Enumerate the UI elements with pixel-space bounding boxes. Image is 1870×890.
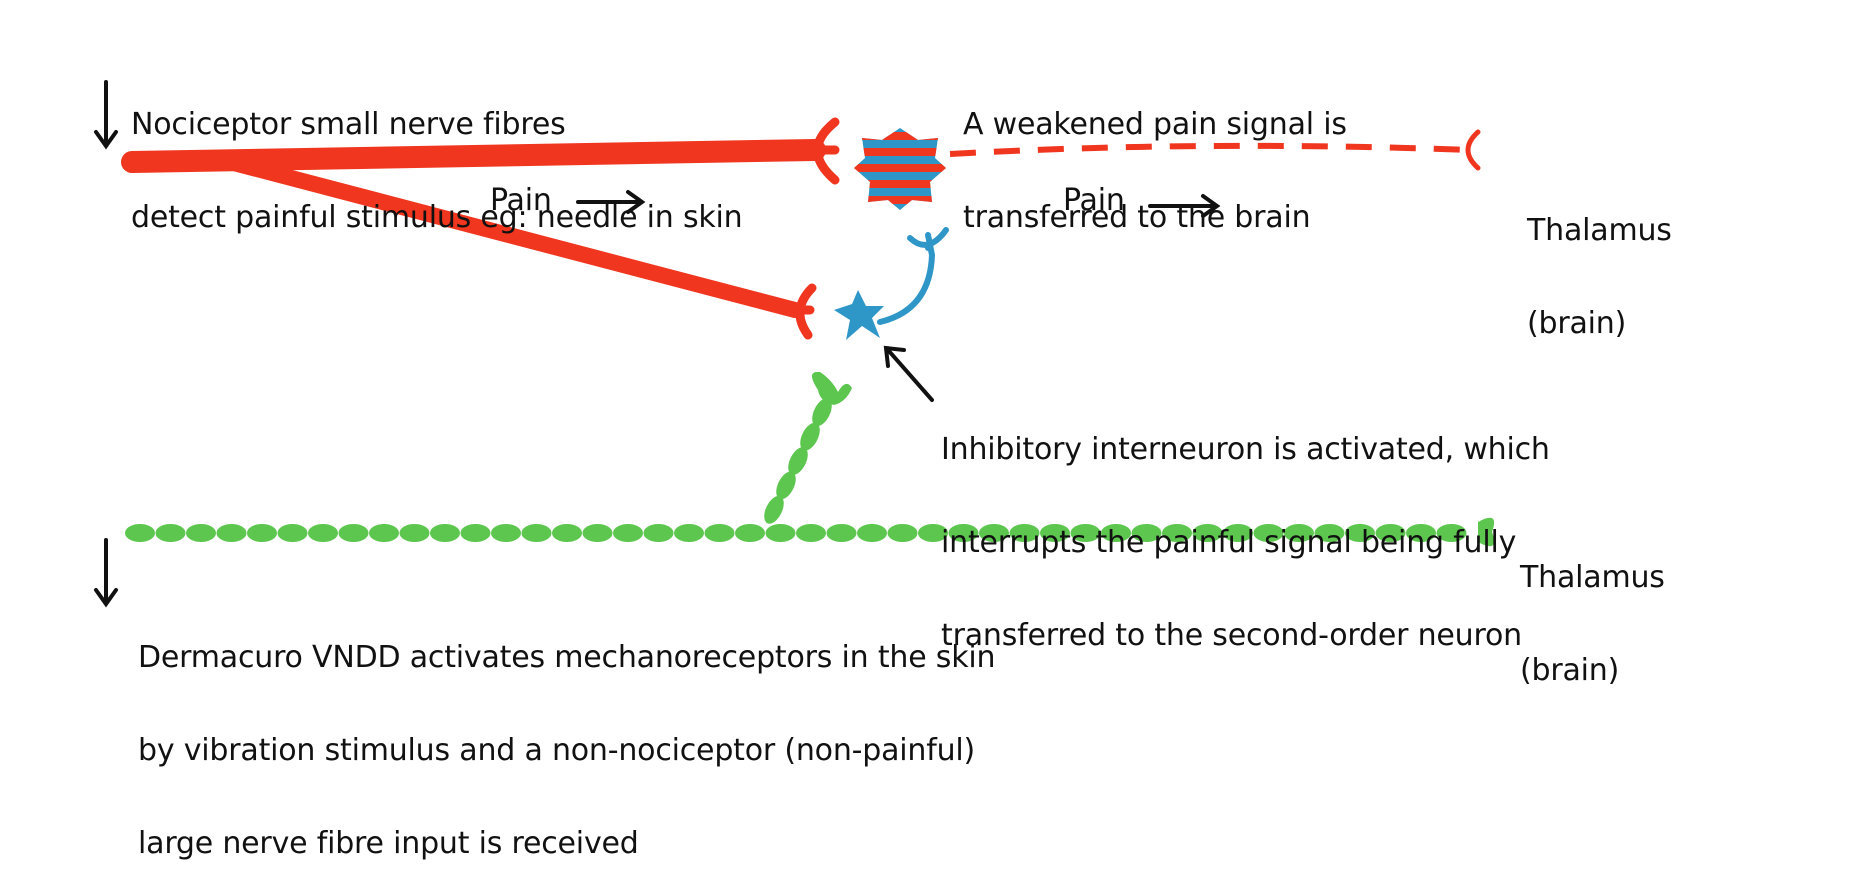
thalamus-bottom-line-1: Thalamus [1520, 560, 1665, 595]
fibre-segment [887, 524, 918, 542]
fibre-segment [1101, 524, 1131, 542]
collateral-segment [776, 471, 796, 500]
fibre-segment [399, 524, 430, 542]
weakened-signal-line-1: A weakened pain signal is [963, 107, 1347, 142]
fibre-segment [186, 524, 216, 542]
fibre-segment [1070, 524, 1101, 542]
fibre-segment [765, 524, 796, 542]
dermacuro-line-1: Dermacuro VNDD activates mechanoreceptor… [138, 640, 996, 675]
fibre-segment [552, 524, 582, 542]
fibre-segment [1131, 524, 1162, 542]
weakened-signal-label: A weakened pain signal is transferred to… [963, 47, 1347, 264]
thalamus-top-line-1: Thalamus [1527, 213, 1672, 248]
stimulus-arrow-bottom [94, 538, 118, 608]
nociceptor-label: Nociceptor small nerve fibres detect pai… [131, 47, 743, 264]
collateral-segment [788, 447, 808, 475]
interneuron-terminal [907, 227, 949, 251]
fibre-segment [948, 524, 979, 542]
inhibitory-line-2: interrupts the painful signal being full… [941, 525, 1517, 560]
inhibitory-label: Inhibitory interneuron is activated, whi… [941, 372, 1550, 682]
collateral-terminal [811, 371, 852, 405]
fibre-segment [247, 524, 277, 542]
collateral-segment [800, 422, 820, 451]
fibre-segment [460, 524, 491, 542]
thalamus-bottom-line-2: (brain) [1520, 653, 1620, 688]
fibre-segment [155, 524, 186, 542]
fibre-segment [1223, 524, 1253, 542]
pain-label-right: Pain [1063, 183, 1125, 218]
fibre-segment [521, 524, 552, 542]
thalamus-bottom-label: Thalamus (brain) [1520, 500, 1665, 717]
large-nerve-fibre [125, 524, 1467, 542]
stimulus-arrow-top [94, 80, 118, 150]
nociceptor-branch [222, 154, 803, 318]
thalamus-top-label: Thalamus (brain) [1527, 153, 1672, 370]
fibre-segment [125, 524, 155, 542]
inhibitory-line-3: transferred to the second-order neuron [941, 618, 1522, 653]
collateral-branch [764, 398, 832, 524]
fibre-segment [735, 524, 765, 542]
fibre-segment [582, 524, 613, 542]
nociceptor-label-line-2: detect painful stimulus eg: needle in sk… [131, 200, 743, 235]
up-left-arrow-icon [883, 345, 934, 402]
fibre-terminal-thalamus [1478, 517, 1495, 547]
dermacuro-line-3: large nerve fibre input is received [138, 826, 639, 861]
fibre-segment [643, 524, 674, 542]
collateral-segment [812, 398, 832, 427]
dermacuro-line-2: by vibration stimulus and a non-nocicept… [138, 733, 976, 768]
pain-right-arrow-icon-right [1148, 194, 1221, 218]
fibre-segment [674, 524, 704, 542]
fibre-segment [704, 524, 735, 542]
weakened-signal-line-2: transferred to the brain [963, 200, 1311, 235]
fibre-segment [918, 524, 948, 542]
nociceptor-fibre [121, 117, 840, 340]
fibre-segment [277, 524, 308, 542]
fibre-segment [1040, 524, 1070, 542]
dashed-axon-terminal [1465, 129, 1481, 171]
fibre-segment [1436, 524, 1467, 542]
pain-label-left: Pain [490, 183, 552, 218]
dermacuro-label: Dermacuro VNDD activates mechanoreceptor… [138, 580, 996, 890]
fibre-segment [1314, 524, 1345, 542]
fibre-segment [857, 524, 887, 542]
fibre-segment [1009, 524, 1040, 542]
fibre-segment [1406, 524, 1436, 542]
fibre-segment [338, 524, 369, 542]
fibre-segment [826, 524, 857, 542]
fibre-segment [1345, 524, 1375, 542]
interneuron-axon [877, 232, 936, 325]
second-order-neuron [854, 128, 1481, 210]
thalamus-top-line-2: (brain) [1527, 306, 1627, 341]
inhibitory-line-1: Inhibitory interneuron is activated, whi… [941, 432, 1550, 467]
fibre-segment [613, 524, 643, 542]
mechanoreceptor-fibre [125, 371, 1495, 547]
interneuron-cell-body [834, 290, 884, 340]
collateral-segment [764, 495, 784, 524]
fibre-segment [1253, 524, 1284, 542]
fibre-segment [1162, 524, 1192, 542]
fibre-segment [1284, 524, 1314, 542]
fibre-segment [491, 524, 521, 542]
pain-right-arrow-icon-left [576, 190, 646, 214]
striped-cell-body [854, 128, 946, 210]
fibre-segment [430, 524, 460, 542]
nociceptor-terminal-top [810, 117, 840, 185]
fibre-segment [1375, 524, 1406, 542]
inhibitory-interneuron [834, 227, 949, 340]
weakened-dashed-axon [949, 142, 1471, 157]
pain-gate-diagram [94, 80, 1495, 608]
fibre-segment [1192, 524, 1223, 542]
fibre-segment [369, 524, 399, 542]
nociceptor-label-line-1: Nociceptor small nerve fibres [131, 107, 566, 142]
fibre-segment [216, 524, 247, 542]
fibre-segment [979, 524, 1009, 542]
nociceptor-terminal-branch [790, 283, 817, 340]
fibre-segment [308, 524, 338, 542]
fibre-segment [796, 524, 826, 542]
